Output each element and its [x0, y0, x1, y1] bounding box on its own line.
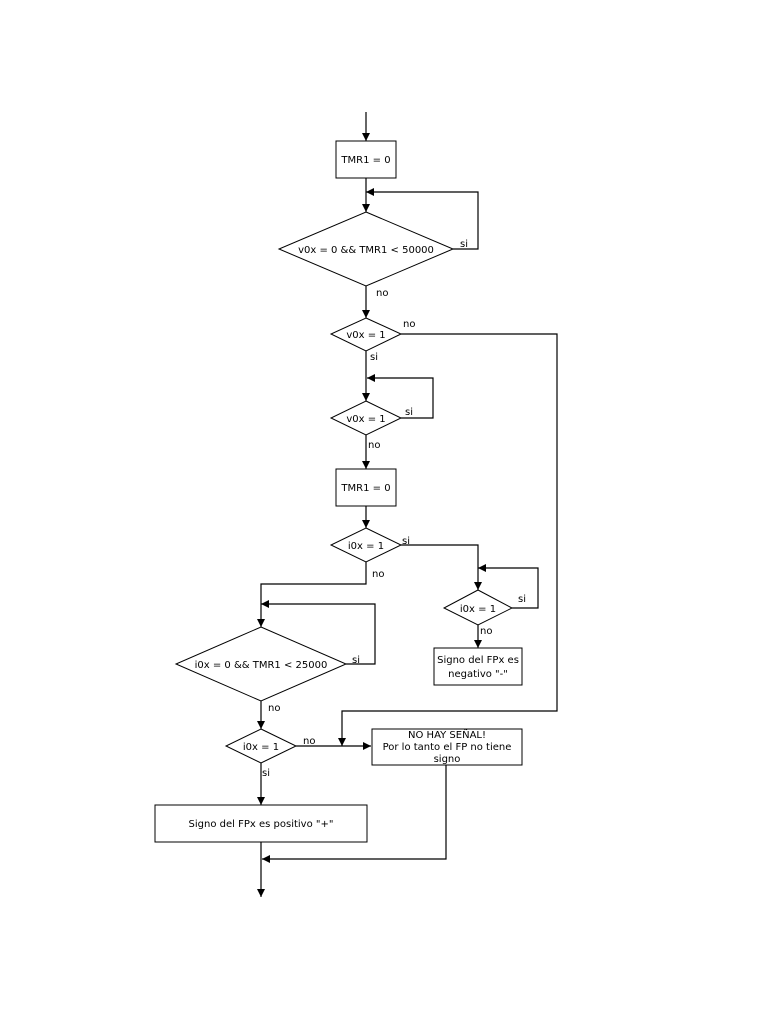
decision-label: v0x = 1 [346, 330, 385, 341]
edge-i0x-no [257, 562, 367, 627]
decision-label: v0x = 1 [346, 414, 385, 425]
edge-label-si-loop-3: si [518, 594, 526, 605]
edge-label-si-2: si [370, 352, 378, 363]
edge-i0x-si [401, 544, 482, 590]
process-label-line-1: Signo del FPx es [437, 655, 519, 666]
decision-v0x-eq-1-a: v0x = 1 [329, 317, 403, 352]
edge-loop-si-3 [478, 564, 539, 609]
decision-v0x-eq-1-b: v0x = 1 [329, 400, 403, 436]
process-label: TMR1 = 0 [340, 483, 390, 494]
process-label-line-3: signo [434, 754, 461, 765]
process-tmr1-reset-1: TMR1 = 0 [335, 140, 397, 179]
edge-labels: si no no si si no si no si no si no no s… [262, 239, 526, 779]
edge-label-no-5: no [480, 626, 492, 637]
edge-label-no-6: no [268, 703, 280, 714]
edge-label-si-loop-2: si [405, 407, 413, 418]
edge-label-si-loop-1: si [460, 239, 468, 250]
edge-label-si-4: si [262, 768, 270, 779]
edge-label-no-7: no [303, 736, 315, 747]
process-no-signal: NO HAY SEÑAL! Por lo tanto el FP no tien… [371, 728, 523, 766]
edge-label-no-4: no [372, 569, 384, 580]
decision-i0x-eq-1-a: i0x = 1 [329, 527, 403, 563]
decision-i0x-eq-1-b: i0x = 1 [442, 589, 514, 626]
edge-v0x-no-to-nosignal [338, 333, 558, 746]
process-positive-sign: Signo del FPx es positivo "+" [154, 804, 368, 843]
edge-label-si-3: si [402, 536, 410, 547]
edge-loop-si-1 [366, 188, 479, 250]
nodes: TMR1 = 0 v0x = 0 && TMR1 < 50000 v0x = 1… [154, 140, 523, 843]
edge-label-si-loop-4: si [352, 655, 360, 666]
decision-v0x-tmr1-50000: v0x = 0 && TMR1 < 50000 [277, 211, 455, 287]
process-label: TMR1 = 0 [340, 155, 390, 166]
decision-label: i0x = 1 [348, 541, 384, 552]
decision-label: i0x = 1 [243, 742, 279, 753]
decision-label: v0x = 0 && TMR1 < 50000 [298, 245, 434, 256]
edge-label-no-1: no [376, 288, 388, 299]
edges [257, 112, 558, 897]
edge-nosignal-merge [262, 764, 447, 863]
decision-i0x-eq-1-c: i0x = 1 [224, 728, 298, 764]
edge-loop-si-4 [261, 600, 376, 665]
decision-label: i0x = 0 && TMR1 < 25000 [195, 660, 328, 671]
edge-label-no-2: no [403, 319, 415, 330]
process-label-line-1: NO HAY SEÑAL! [408, 728, 486, 741]
decision-i0x-tmr1-25000: i0x = 0 && TMR1 < 25000 [174, 626, 348, 702]
edge-loop-si-2 [367, 374, 434, 419]
process-label-line-2: negativo "-" [448, 669, 508, 680]
process-label: Signo del FPx es positivo "+" [189, 819, 334, 830]
process-negative-sign: Signo del FPx es negativo "-" [433, 647, 523, 686]
decision-label: i0x = 1 [460, 604, 496, 615]
process-label-line-2: Por lo tanto el FP no tiene [383, 742, 512, 753]
edge-label-no-3: no [368, 440, 380, 451]
process-tmr1-reset-2: TMR1 = 0 [335, 468, 397, 507]
